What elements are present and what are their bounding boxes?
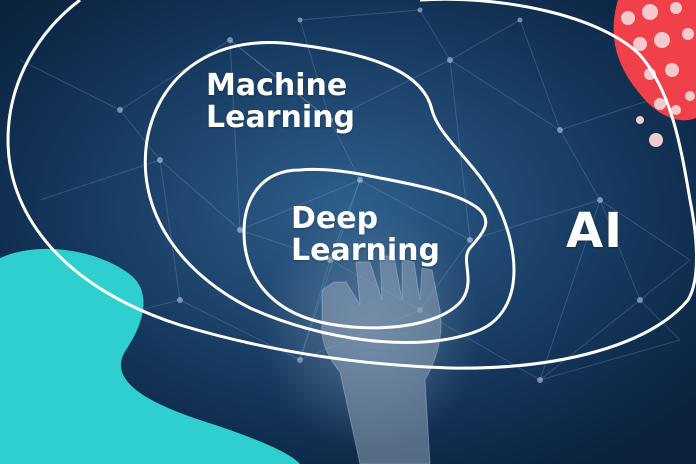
teal-blob-shape xyxy=(0,248,300,464)
outer-set-outline xyxy=(6,0,696,370)
inner-set-outline xyxy=(242,167,488,330)
machine-learning-line-1: Machine xyxy=(206,68,348,103)
deep-learning-line-1: Deep xyxy=(291,201,379,236)
middle-set-outline xyxy=(143,40,516,344)
ai-label: AI xyxy=(566,203,624,259)
dot-pattern xyxy=(621,2,695,147)
machine-learning-label: Machine Learning xyxy=(206,70,355,133)
deep-learning-label: Deep Learning xyxy=(291,203,440,266)
robot-hand-image xyxy=(260,210,480,464)
red-blob-shape xyxy=(613,0,696,121)
deep-learning-line-2: Learning xyxy=(291,232,440,268)
machine-learning-line-2: Learning xyxy=(206,99,355,135)
ai-label-text: AI xyxy=(566,203,624,259)
